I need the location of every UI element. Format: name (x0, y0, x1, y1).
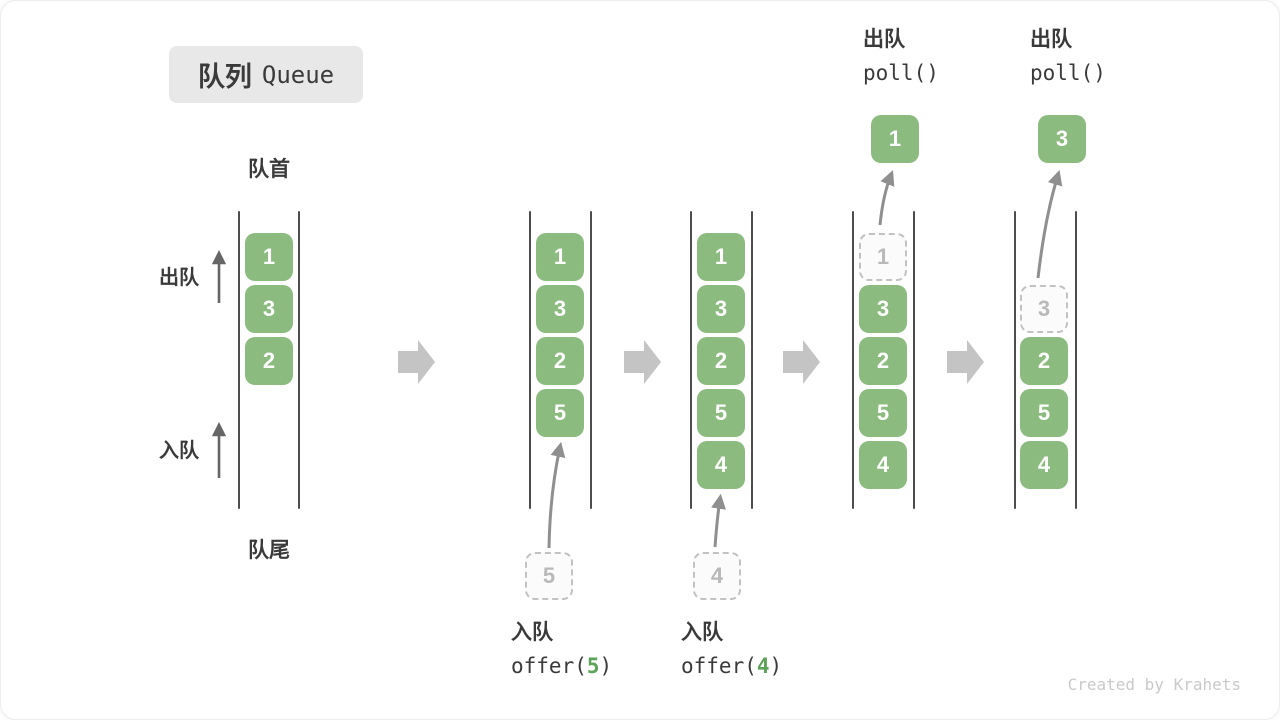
poll1-zh-label: 出队 (863, 28, 905, 51)
transition-arrow-icon-4 (947, 340, 984, 384)
poll2-label-block: 出队 poll() (1030, 28, 1106, 85)
dequeue-side-label: 出队 (159, 267, 199, 289)
queue3-cell: 3 (697, 285, 745, 333)
offer5-arg: 5 (586, 654, 600, 678)
queue5-right-wall (1075, 211, 1077, 509)
watermark: Created by Krahets (1067, 675, 1241, 694)
poll1-code-label: poll() (863, 61, 939, 85)
queue5-poll-result-cell: 3 (1038, 115, 1086, 163)
queue1-right-wall (298, 211, 300, 509)
queue5-left-wall (1014, 211, 1016, 509)
queue2-incoming-cell: 5 (525, 552, 573, 600)
queue3-cell: 2 (697, 337, 745, 385)
queue1-cell: 3 (245, 285, 293, 333)
queue2-left-wall (529, 211, 531, 509)
queue-front-label: 队首 (248, 158, 290, 181)
poll2-arrow-icon (1036, 169, 1063, 279)
queue4-poll-result-cell: 1 (871, 115, 919, 163)
queue2-cell: 1 (536, 233, 584, 281)
queue3-left-wall (690, 211, 692, 509)
offer4-label-block: 入队 offer(4) (681, 621, 782, 678)
queue5-cell: 5 (1020, 389, 1068, 437)
queue3-cell: 1 (697, 233, 745, 281)
queue3-cell: 4 (697, 441, 745, 489)
enqueue-side-label: 入队 (159, 440, 199, 462)
poll2-zh-label: 出队 (1030, 28, 1072, 51)
poll1-arrow-icon (878, 170, 895, 226)
offer4-code-label: offer(4) (681, 654, 783, 678)
offer5-code-label: offer(5) (511, 654, 613, 678)
queue3-cell: 5 (697, 389, 745, 437)
transition-arrow-icon-1 (398, 340, 435, 384)
queue3-right-wall (751, 211, 753, 509)
offer4-zh-label: 入队 (681, 621, 723, 644)
queue2-cell: 2 (536, 337, 584, 385)
offer5-zh-label: 入队 (511, 621, 553, 644)
transition-arrow-icon-2 (624, 340, 661, 384)
queue4-left-wall (852, 211, 854, 509)
poll1-label-block: 出队 poll() (863, 28, 939, 85)
offer4-arg: 4 (756, 654, 770, 678)
offer4-arrow-icon (711, 493, 726, 548)
queue5-cell: 2 (1020, 337, 1068, 385)
queue-rear-label: 队尾 (248, 539, 290, 562)
queue4-cell: 4 (859, 441, 907, 489)
title-zh: 队列 (197, 62, 252, 92)
queue3-incoming-cell: 4 (693, 552, 741, 600)
queue5-removed-cell: 3 (1020, 285, 1068, 333)
title-en: Queue (261, 60, 335, 89)
poll2-code-label: poll() (1030, 61, 1106, 85)
queue5-cell: 4 (1020, 441, 1068, 489)
queue2-cell: 3 (536, 285, 584, 333)
queue2-right-wall (590, 211, 592, 509)
title-box: 队列 Queue (169, 46, 363, 103)
queue4-cell: 3 (859, 285, 907, 333)
offer5-label-block: 入队 offer(5) (511, 621, 612, 678)
queue1-cell: 2 (245, 337, 293, 385)
queue4-cell: 2 (859, 337, 907, 385)
queue2-cell: 5 (536, 389, 584, 437)
offer5-arrow-icon (547, 441, 566, 549)
queue1-cell: 1 (245, 233, 293, 281)
transition-arrow-icon-3 (783, 340, 820, 384)
queue1-left-wall (238, 211, 240, 509)
queue4-cell: 5 (859, 389, 907, 437)
queue4-removed-cell: 1 (859, 233, 907, 281)
queue4-right-wall (913, 211, 915, 509)
